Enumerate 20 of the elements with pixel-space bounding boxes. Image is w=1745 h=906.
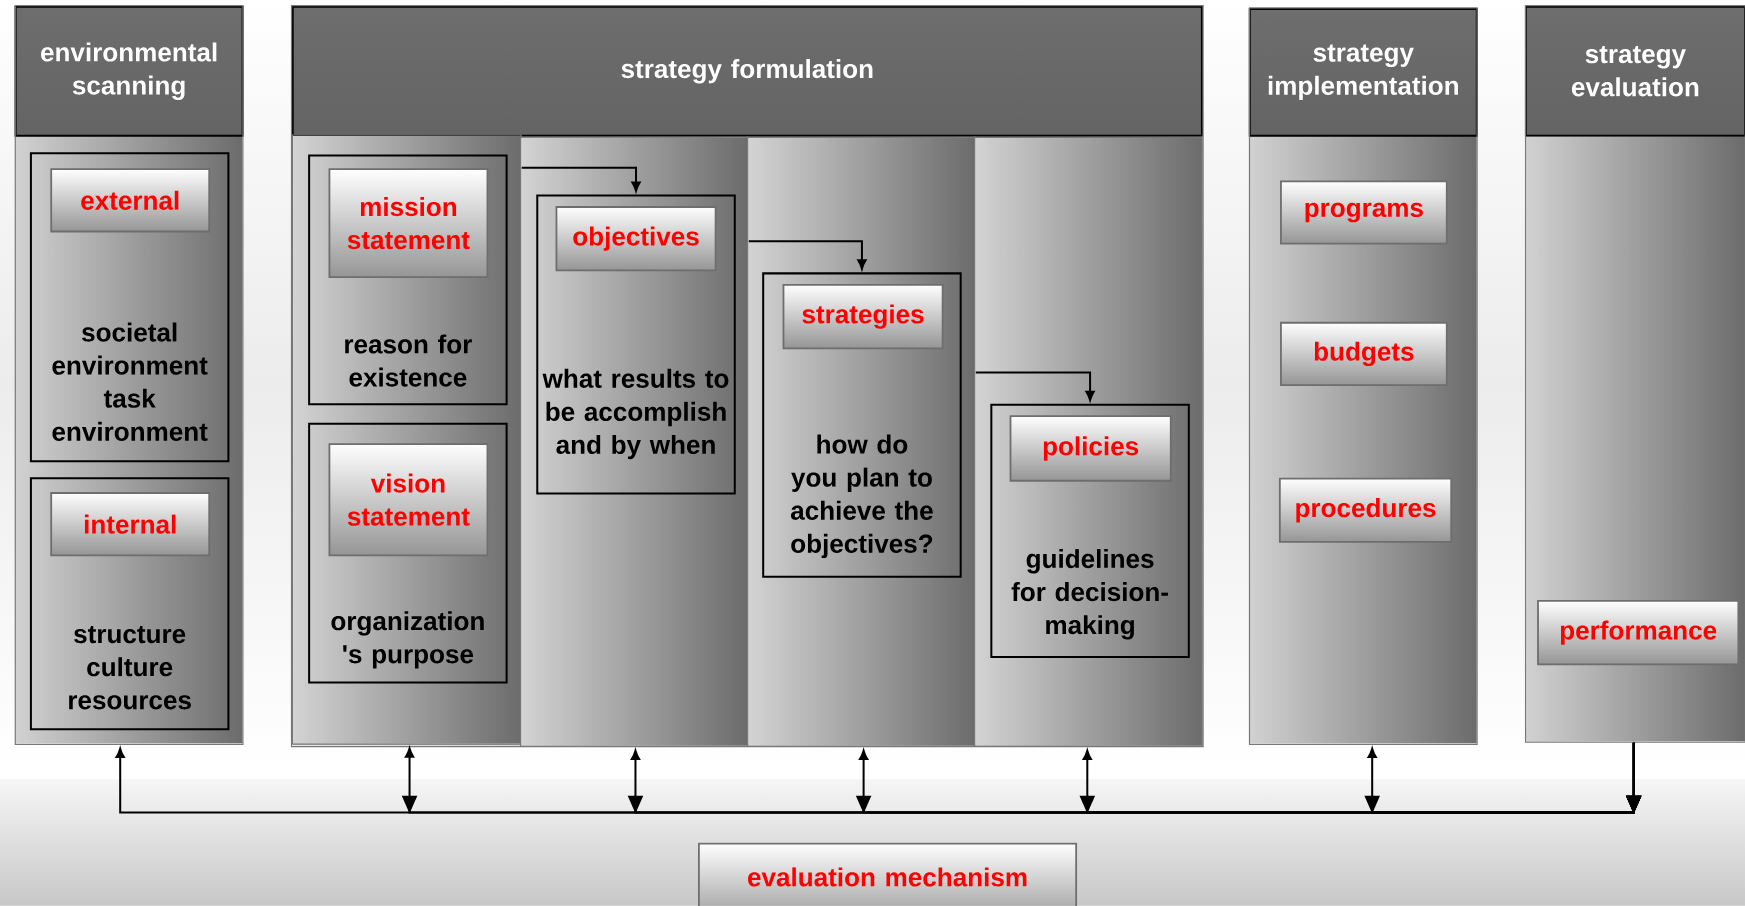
label-tab: mission statement — [328, 168, 489, 279]
label-tab: policies — [1009, 415, 1172, 482]
label-tab: strategies — [782, 284, 944, 350]
label-tab: performance — [1537, 600, 1740, 666]
label-tab: external — [50, 168, 211, 233]
label-tab: objectives — [555, 206, 717, 272]
label-tab: internal — [50, 492, 211, 557]
arrow — [975, 371, 1095, 402]
column-band — [746, 136, 976, 748]
column-band — [974, 136, 1203, 748]
column-band — [519, 136, 749, 748]
label-tab: budgets — [1280, 321, 1448, 386]
label-tab: procedures — [1278, 477, 1453, 543]
label-tab: programs — [1280, 180, 1448, 245]
column-band — [291, 134, 522, 745]
label-tab: vision statement — [328, 443, 489, 557]
arrow — [521, 166, 641, 192]
arrow — [1364, 742, 1642, 814]
label-tab: evaluation mechanism — [698, 842, 1078, 906]
arrow — [748, 240, 867, 270]
